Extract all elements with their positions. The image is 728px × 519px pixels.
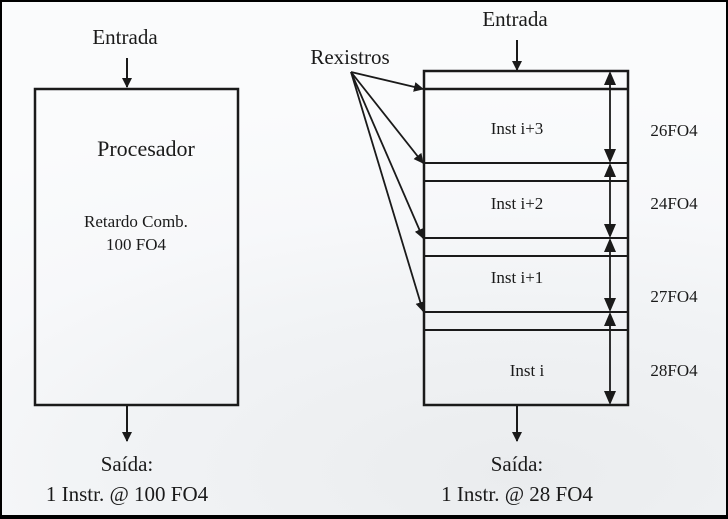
register-bands (424, 87, 628, 331)
left-output-rate: 1 Instr. @ 100 FO4 (46, 482, 209, 506)
stage-delay: 28FO4 (650, 361, 698, 380)
register-pointer-arrows (350, 71, 426, 312)
processor-block (33, 87, 240, 407)
right-output-label: Saída: (491, 452, 544, 476)
delay-span-arrows (604, 71, 616, 405)
stage-label: Inst i+1 (491, 268, 544, 287)
comb-delay-value: 100 FO4 (106, 235, 166, 254)
comb-delay-label: Retardo Comb. (84, 212, 188, 231)
right-input-label: Entrada (482, 7, 548, 31)
register-pointer (350, 71, 425, 239)
stage-label: Inst i+3 (491, 119, 544, 138)
stage-delay: 26FO4 (650, 121, 698, 140)
stage-delay: 27FO4 (650, 287, 698, 306)
left-output-label: Saída: (101, 452, 154, 476)
registers-label: Rexistros (310, 45, 389, 69)
processor-title: Procesador (97, 136, 195, 161)
right-output-rate: 1 Instr. @ 28 FO4 (441, 482, 593, 506)
register-pointer (350, 71, 424, 164)
stage-label: Inst i+2 (491, 194, 544, 213)
register-pointer (350, 71, 424, 92)
register-pointer (350, 71, 426, 312)
left-input-label: Entrada (92, 25, 158, 49)
stage-delay: 24FO4 (650, 194, 698, 213)
stage-label: Inst i (510, 361, 545, 380)
